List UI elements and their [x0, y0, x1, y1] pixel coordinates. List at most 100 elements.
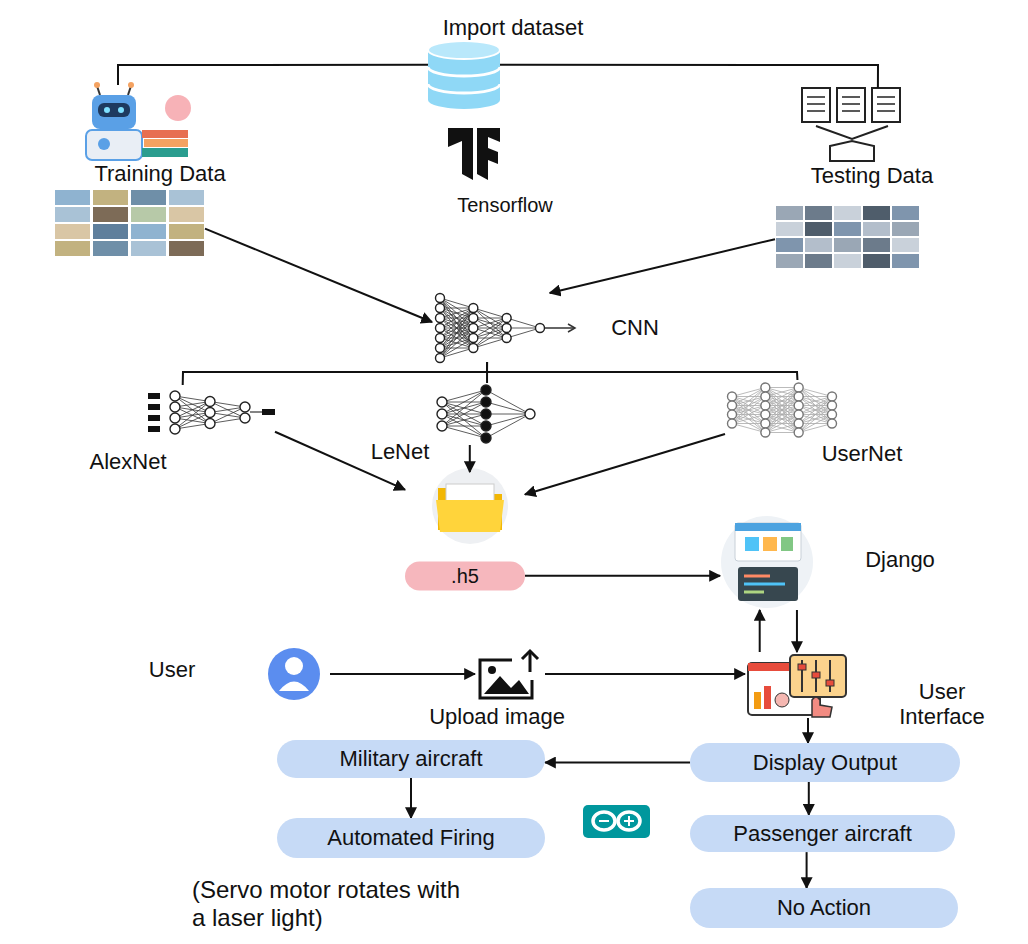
- document-line: [842, 103, 860, 105]
- document-line: [877, 96, 895, 98]
- net-neuron: [469, 324, 478, 333]
- net-link: [442, 426, 486, 427]
- training-image: [131, 224, 166, 239]
- antenna-tip: [128, 82, 134, 88]
- robot-visor: [98, 103, 130, 117]
- interface-node: User Interface: [745, 652, 850, 718]
- training-image: [169, 224, 204, 239]
- net-neuron: [794, 428, 803, 437]
- input-bar: [148, 415, 160, 421]
- training-data-node: Training Data: [55, 85, 205, 258]
- net-neuron: [502, 324, 511, 333]
- book: [144, 139, 188, 147]
- net-neuron: [437, 421, 447, 431]
- net-neuron: [828, 419, 837, 428]
- net-neuron: [469, 344, 478, 353]
- node-label: Training Data: [94, 161, 225, 186]
- testing-image: [863, 206, 890, 220]
- note-text: (Servo motor rotates with a laser light): [192, 876, 472, 932]
- ui-icon: [748, 655, 846, 717]
- training-image: [93, 190, 128, 205]
- net-link: [442, 414, 486, 426]
- code-line: [744, 583, 785, 586]
- django-icon: [721, 516, 813, 608]
- slider-knob: [812, 672, 820, 678]
- tensorflow-logo: [448, 128, 500, 180]
- pie: [775, 693, 789, 707]
- net-neuron: [794, 410, 803, 419]
- window-header: [735, 523, 801, 531]
- cnn-network: [436, 294, 545, 363]
- input-bar: [148, 426, 160, 432]
- testing-image: [776, 222, 803, 236]
- connector-arrow: [525, 575, 720, 577]
- net-link: [732, 397, 765, 424]
- net-neuron: [205, 408, 215, 418]
- logo-loop: [593, 812, 615, 830]
- net-neuron: [536, 324, 545, 333]
- robot-body: [86, 130, 142, 160]
- net-link: [442, 414, 486, 438]
- net-link: [486, 390, 530, 414]
- code-line: [744, 575, 770, 578]
- usernet-network: [728, 383, 837, 437]
- net-neuron: [502, 314, 511, 323]
- output-head: [568, 324, 575, 332]
- net-link: [440, 308, 473, 358]
- net-link: [486, 414, 530, 426]
- net-neuron: [436, 324, 445, 333]
- net-neuron: [436, 354, 445, 363]
- net-neuron: [469, 334, 478, 343]
- logo-part: [448, 128, 473, 180]
- testing-image: [863, 222, 890, 236]
- process-pill: No Action: [690, 888, 958, 928]
- connector-arrow: [410, 778, 412, 818]
- testing-image: [834, 254, 861, 268]
- user-node: User: [258, 648, 330, 700]
- net-neuron: [761, 401, 770, 410]
- tray: [830, 141, 874, 161]
- testing-image: [805, 206, 832, 220]
- net-neuron: [436, 304, 445, 313]
- block: [763, 537, 777, 551]
- upload-node: Upload image: [475, 648, 545, 700]
- connector-arrow: [500, 65, 878, 88]
- node-label: Import dataset: [443, 15, 584, 40]
- connector-arrow: [525, 434, 725, 494]
- documents-icon: [802, 88, 900, 161]
- net-neuron: [828, 401, 837, 410]
- testing-image: [776, 254, 803, 268]
- node-label: Testing Data: [811, 163, 933, 188]
- process-pill: Passenger aircraft: [690, 815, 955, 852]
- logo-plus: [628, 816, 630, 826]
- document-line: [877, 103, 895, 105]
- testing-image: [863, 238, 890, 252]
- training-image: [93, 224, 128, 239]
- slider-knob: [826, 680, 834, 686]
- testing-image: [805, 254, 832, 268]
- testing-data-node: Testing Data: [775, 88, 922, 268]
- net-neuron: [728, 401, 737, 410]
- robot-icon: [86, 82, 191, 160]
- net-link: [442, 414, 486, 426]
- net-link: [486, 414, 530, 415]
- net-link: [442, 402, 486, 426]
- net-neuron: [240, 402, 250, 412]
- net-link: [440, 328, 473, 358]
- logo-ground: [583, 805, 650, 838]
- logo-minus: [599, 820, 609, 822]
- training-image: [169, 207, 204, 222]
- net-link: [486, 402, 530, 414]
- connector-arrow: [807, 718, 809, 743]
- net-link: [765, 388, 798, 433]
- testing-image: [892, 238, 919, 252]
- user-head: [285, 657, 303, 675]
- net-link: [442, 402, 486, 426]
- model-node: AlexNet: [145, 385, 275, 440]
- folder-front: [436, 500, 504, 532]
- training-image: [55, 207, 90, 222]
- node-label: .h5: [451, 565, 479, 588]
- net-neuron: [205, 419, 215, 429]
- logo-part: [477, 128, 500, 180]
